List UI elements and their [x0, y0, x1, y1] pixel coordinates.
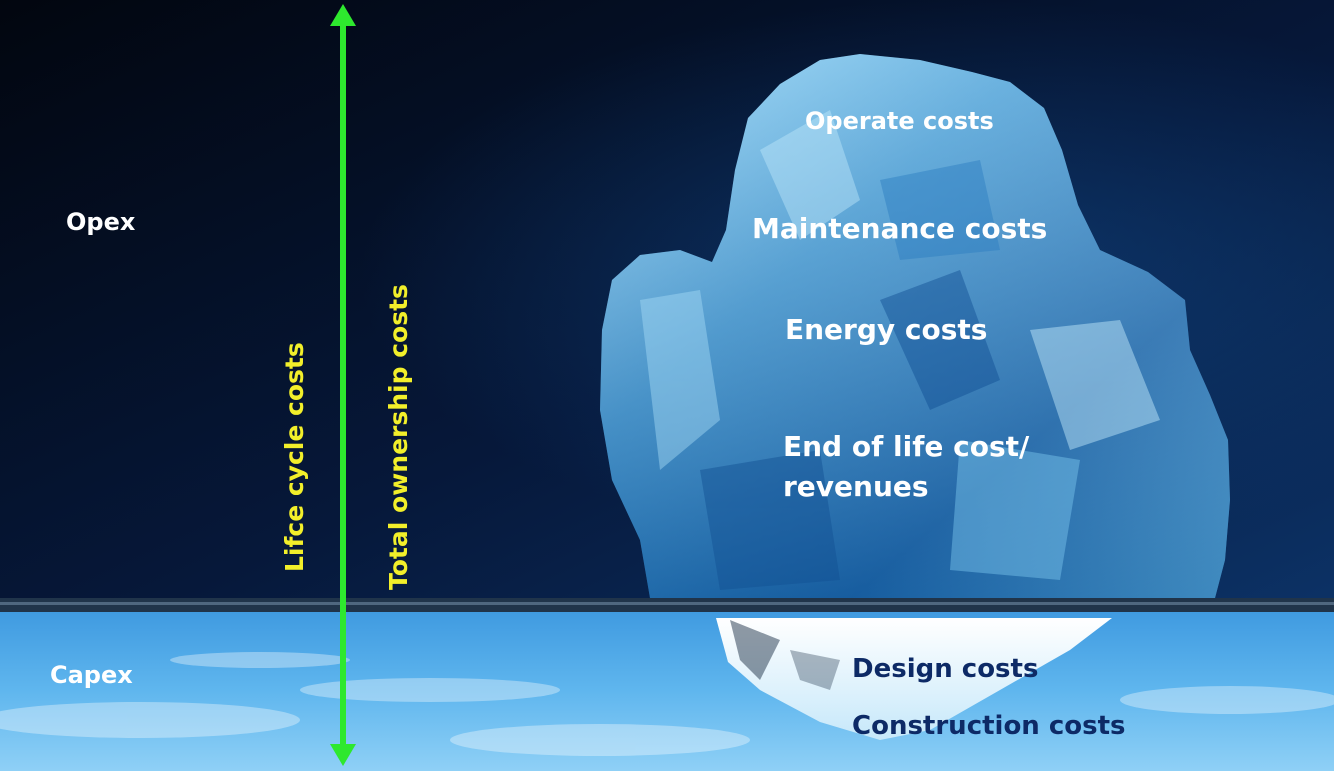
end-of-life-label-line1: End of life cost/: [783, 430, 1030, 463]
total-ownership-costs-label: Total ownership costs: [384, 284, 413, 590]
life-cycle-arrow: [330, 4, 356, 766]
water-background: [0, 610, 1334, 771]
capex-label: Capex: [50, 661, 133, 689]
design-costs-label: Design costs: [852, 654, 1039, 684]
end-of-life-label-line2: revenues: [783, 470, 929, 503]
maintenance-costs-label: Maintenance costs: [752, 212, 1048, 245]
opex-label: Opex: [66, 208, 136, 236]
life-cycle-costs-label: Lifce cycle costs: [280, 342, 309, 572]
operate-costs-label: Operate costs: [805, 107, 994, 135]
construction-costs-label: Construction costs: [852, 711, 1126, 741]
submerged-iceberg: [716, 618, 1112, 740]
energy-costs-label: Energy costs: [785, 313, 988, 346]
